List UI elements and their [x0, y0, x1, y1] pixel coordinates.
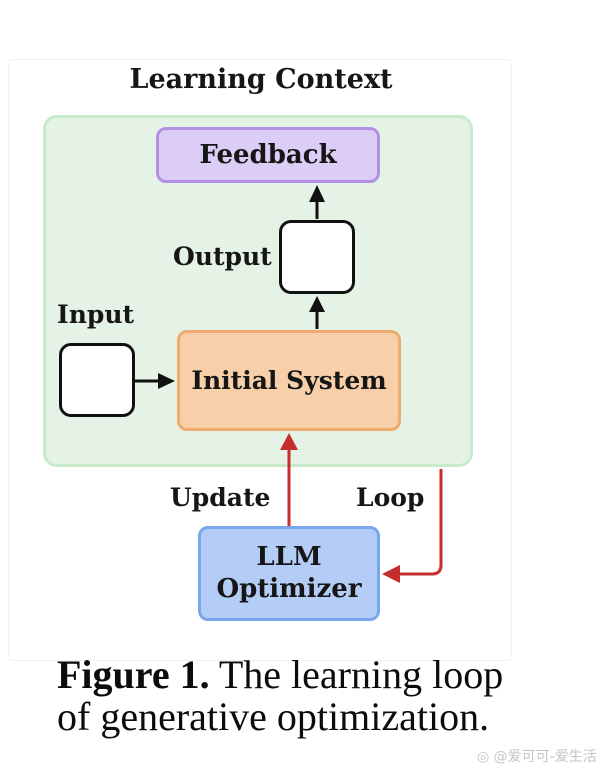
caption-label: Figure 1. — [57, 652, 210, 697]
caption-text-line2: of generative optimization. — [57, 694, 490, 739]
llm-optimizer-label-line1: LLM — [256, 542, 322, 573]
feedback-label: Feedback — [199, 140, 337, 170]
input-node — [59, 343, 135, 417]
loop-edge-label: Loop — [356, 483, 425, 512]
watermark: ◎ @爱可可-爱生活 — [477, 746, 597, 766]
update-edge-label: Update — [170, 483, 271, 512]
llm-optimizer-label-line2: Optimizer — [216, 573, 362, 604]
watermark-text: @爱可可-爱生活 — [493, 749, 597, 765]
figure-caption: Figure 1. The learning loop of generativ… — [57, 654, 503, 738]
learning-context-title: Learning Context — [129, 64, 393, 95]
initial-system-node: Initial System — [177, 330, 401, 431]
llm-optimizer-node: LLM Optimizer — [198, 526, 380, 621]
weibo-icon: ◎ — [477, 749, 490, 765]
caption-text-line1: The learning loop — [209, 652, 504, 697]
input-label: Input — [57, 300, 135, 329]
feedback-node: Feedback — [156, 127, 380, 183]
output-node — [279, 220, 355, 294]
output-label: Output — [173, 242, 272, 271]
initial-system-label: Initial System — [191, 366, 387, 395]
